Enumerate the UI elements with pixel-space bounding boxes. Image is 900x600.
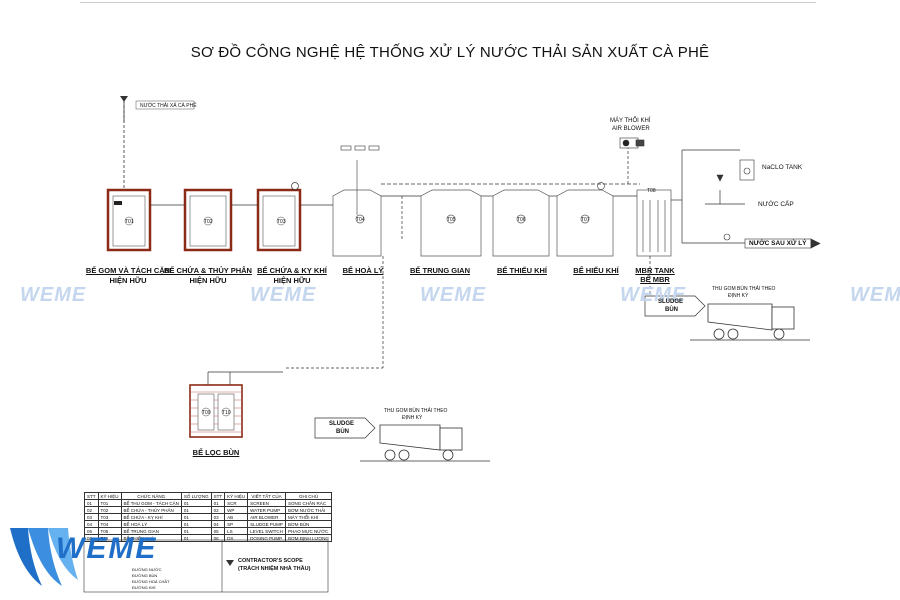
watermark-5: WEME [850, 284, 900, 306]
tap-water-label: NƯỚC CẤP [758, 201, 794, 208]
pipe-process [207, 146, 745, 385]
tank-t03 [256, 182, 302, 252]
weme-logo-icon [10, 528, 78, 586]
weme-logo: WEME [56, 532, 158, 565]
sludge-tank-label: BỂ LỌC BÙN [192, 448, 240, 457]
tank-t04 [332, 145, 382, 257]
treated-water-label: NƯỚC SAU XỬ LÝ [749, 240, 807, 247]
tank-t02-sub: HIỆN HỮU [189, 276, 227, 285]
tank-t02-tag: T02 [204, 219, 213, 225]
sludge-tank-tag-a: T09 [202, 410, 211, 416]
sludge-tank-tag-b: T10 [222, 410, 231, 416]
tank-t06 [492, 189, 550, 257]
naclo-tank [716, 159, 755, 182]
legend-head-function: CHỨC NĂNG [120, 492, 182, 500]
watermark-4: WEME [620, 284, 687, 306]
legend-head-code2: KÝ HIỆU [224, 492, 249, 500]
truck-lower-note-2: ĐỊNH KỲ [402, 415, 423, 421]
tank-t08-tag: T08 [647, 188, 656, 194]
legend-head-note: GHI CHÚ [284, 492, 333, 500]
line-type-3: ĐƯỜNG HOÁ CHẤT [132, 579, 170, 584]
legend-table: STT KÝ HIỆU CHỨC NĂNG SỐ LƯỢNG STT KÝ HI… [84, 492, 333, 542]
blower-label-en: AIR BLOWER [612, 126, 650, 132]
inlet-valve-icon [120, 96, 128, 102]
inlet-label-box [135, 100, 195, 110]
tank-t01-tag: T01 [125, 219, 134, 225]
tank-t05-label: BỂ TRUNG GIAN [410, 266, 470, 275]
tank-t02-label: BỂ CHỨA & THỦY PHÂN [164, 266, 252, 275]
watermark-2: WEME [250, 284, 317, 306]
truck-lower-note-1: THU GOM BÙN THẢI THEO [384, 408, 448, 414]
tank-t06-label: BỂ THIẾU KHÍ [496, 266, 547, 275]
legend-head-code: KÝ HIỆU [97, 492, 122, 500]
tank-t06-tag: T06 [517, 217, 526, 223]
tank-t07-tag: T07 [581, 217, 590, 223]
tank-t03-sub: HIỆN HỮU [273, 276, 311, 285]
truck-upper-note-2: ĐỊNH KỲ [728, 293, 749, 299]
sludge-lower-line1: SLUDGE [329, 421, 355, 427]
scope-label-1: CONTRACTOR'S SCOPE [238, 558, 303, 564]
truck-upper [690, 303, 810, 341]
tank-t04-label: BỂ HOÀ LÝ [342, 266, 384, 275]
tank-t03-label: BỂ CHỨA & KỴ KHÍ [257, 266, 327, 275]
scope-icon [226, 560, 234, 566]
truck-upper-note-1: THU GOM BÙN THẢI THEO [712, 286, 776, 292]
outlet-arrow [723, 233, 821, 249]
tank-t08-sub: BỂ MBR [640, 275, 670, 284]
tank-t02 [183, 188, 233, 252]
tank-t05-tag: T05 [447, 217, 456, 223]
tank-t05 [420, 189, 482, 257]
sludge-lower-line2: BÙN [336, 429, 349, 435]
naclo-label: NaCLO TANK [762, 164, 803, 171]
diagram-title: SƠ ĐỒ CÔNG NGHỆ HỆ THỐNG XỬ LÝ NƯỚC THẢI… [190, 44, 710, 61]
tank-t01-label: BỂ GOM VÀ TÁCH CẶN [85, 266, 171, 275]
sludge-arrow-lower [314, 417, 376, 439]
tank-t08 [636, 189, 672, 257]
tank-t07-label: BỂ HIẾU KHÍ [573, 266, 619, 275]
truck-lower [360, 424, 490, 462]
sludge-upper-line2: BÙN [665, 307, 678, 313]
inlet-label: NƯỚC THẢI XẢ CÀ PHÊ [140, 103, 197, 109]
tank-t01-sub: HIỆN HỮU [109, 276, 147, 285]
legend-head-stt: STT [84, 492, 99, 500]
sludge-arrow-upper [644, 295, 706, 317]
legend-head-abbr: VIẾT TẮT CỦA [247, 492, 286, 500]
air-blower [619, 137, 645, 149]
tank-t03-tag: T03 [277, 219, 286, 225]
tank-t01 [106, 188, 152, 252]
legend-head-stt2: STT [210, 492, 226, 500]
tank-t08-label: MBR TANK [635, 266, 675, 275]
top-rule [80, 2, 816, 3]
tank-t04-tag: T04 [356, 217, 365, 223]
watermark-3: WEME [420, 284, 487, 306]
sludge-upper-line1: SLUDGE [658, 299, 684, 305]
scope-label-2: (TRÁCH NHIỆM NHÀ THẦU) [238, 566, 311, 572]
legend-head-qty: SỐ LƯỢNG [180, 492, 212, 500]
sludge-tank [189, 384, 243, 438]
line-type-4: ĐƯỜNG KHÍ [132, 585, 156, 590]
line-type-1: ĐƯỜNG NƯỚC [132, 567, 162, 572]
blower-label-vn: MÁY THỔI KHÍ [610, 118, 651, 124]
line-type-2: ĐƯỜNG BÙN [132, 573, 158, 578]
watermark-1: WEME [20, 284, 87, 306]
